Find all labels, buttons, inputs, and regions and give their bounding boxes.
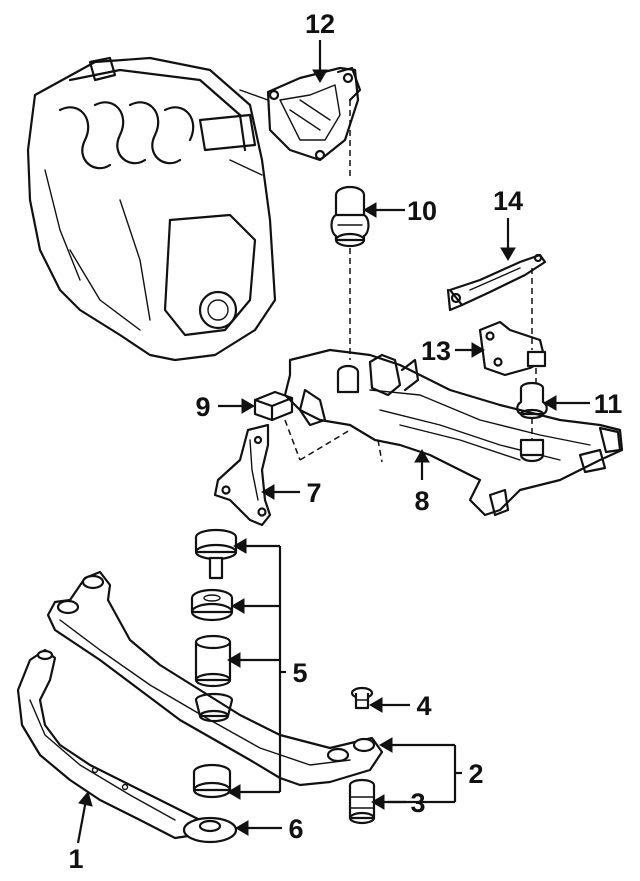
part-3-bushing [348, 778, 376, 825]
callout-13: 13 [421, 336, 451, 366]
engine-block [26, 56, 277, 362]
callout-10: 10 [407, 196, 437, 226]
callout-3: 3 [410, 788, 425, 818]
part-5-bushing-set [190, 528, 238, 799]
part-10-mount-insulator [330, 185, 370, 248]
callout-14: 14 [493, 186, 523, 216]
part-1-lower-crossmember [16, 648, 202, 840]
part-2-crossmember-arm [46, 570, 384, 787]
callout-11: 11 [594, 389, 623, 419]
callout-6: 6 [288, 814, 303, 844]
part-8-engine-cradle [283, 348, 624, 517]
callout-4: 4 [416, 691, 431, 721]
callout-9: 9 [195, 392, 210, 422]
part-6-cap [182, 816, 238, 844]
part-14-torque-strut [446, 253, 547, 312]
callout-8: 8 [414, 486, 429, 516]
leader-lines [76, 40, 590, 844]
part-13-strut-bracket [478, 320, 547, 377]
callout-1: 1 [68, 844, 83, 874]
part-4-bolt [350, 686, 374, 710]
callout-2: 2 [468, 759, 483, 789]
callout-12: 12 [305, 9, 335, 39]
callout-7: 7 [306, 478, 321, 508]
callout-5: 5 [292, 658, 307, 688]
part-7-bracket [213, 423, 272, 527]
part-9-pad [253, 390, 294, 422]
callout-labels: 12 10 14 13 11 9 8 7 5 4 2 3 6 1 [68, 9, 622, 874]
part-12-upper-mount-bracket [266, 66, 362, 162]
